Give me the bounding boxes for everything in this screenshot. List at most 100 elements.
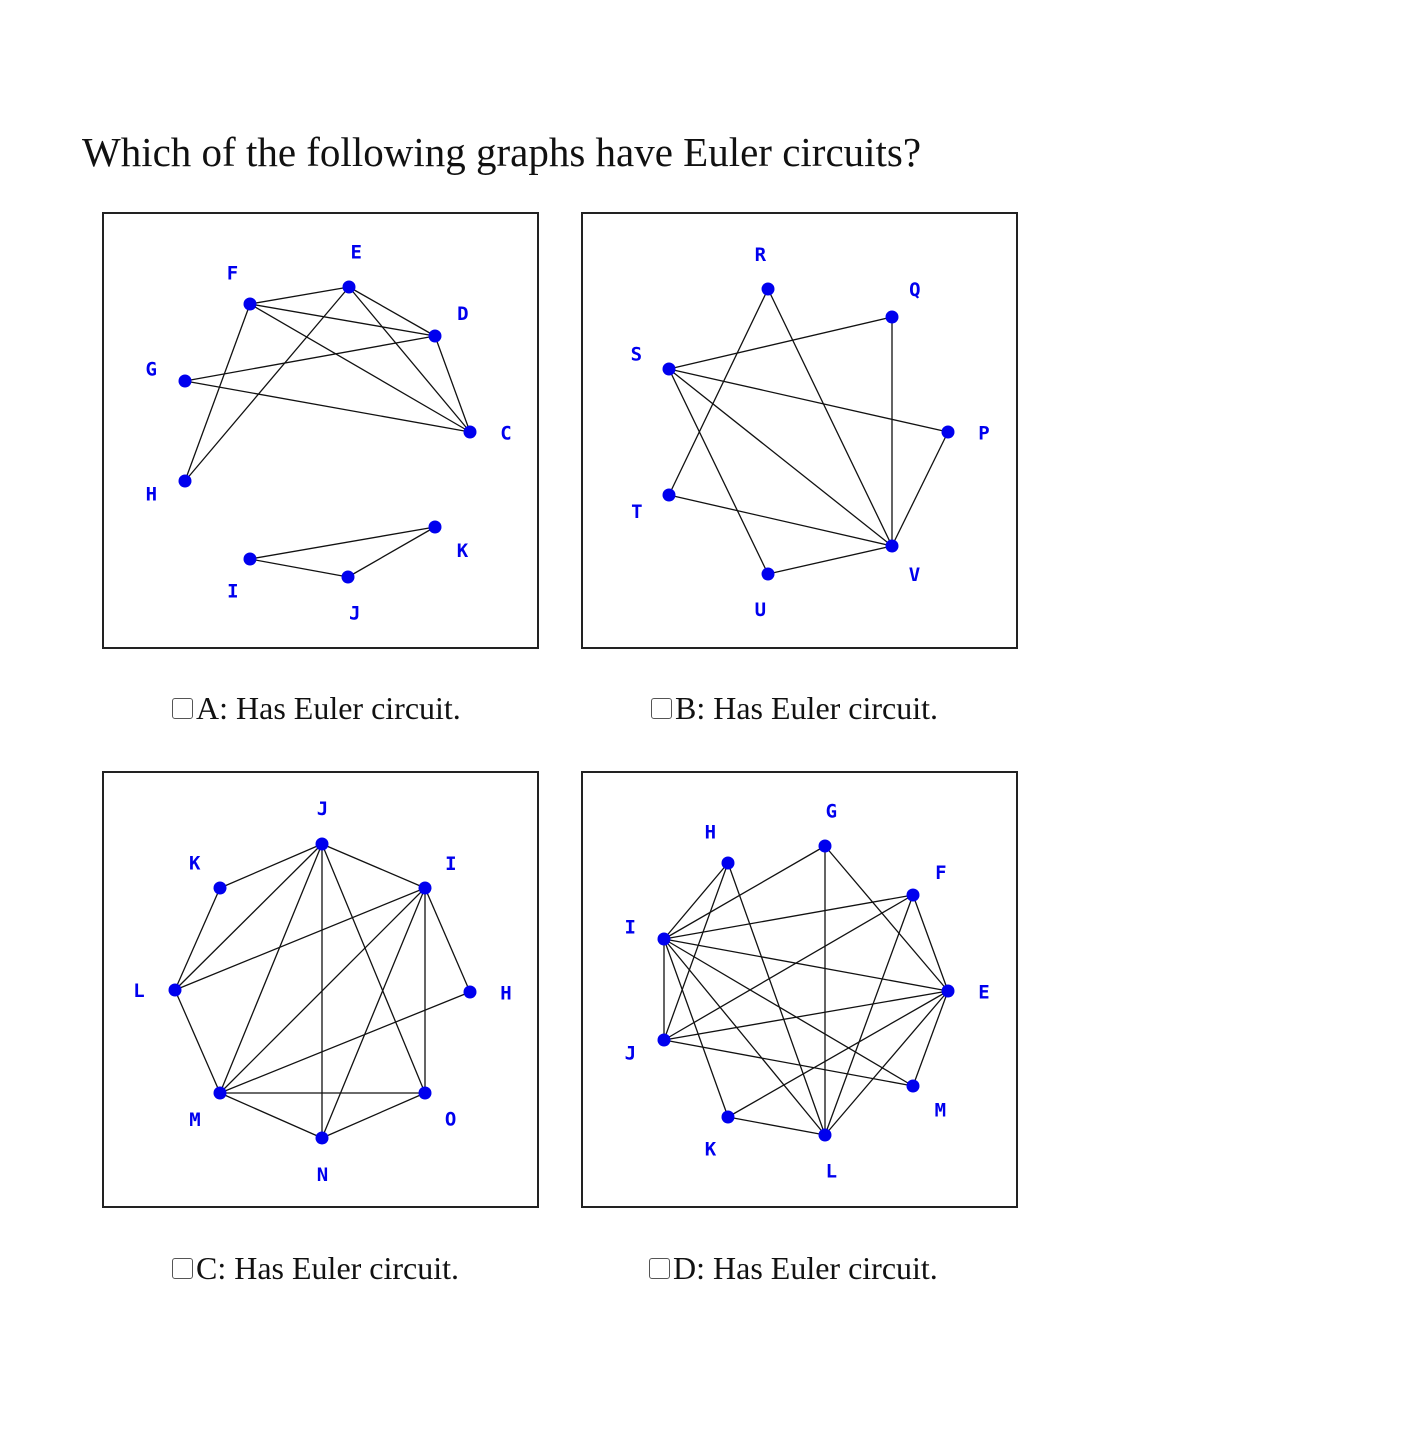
graph-a-node-label-k: K [457,540,469,562]
graph-a-node-g [178,374,192,388]
graph-c-edge-i-n [321,887,426,1139]
graph-a-node-label-d: D [457,303,468,325]
option-d-checkbox[interactable] [649,1258,670,1279]
graph-d-edge-e-m [912,990,949,1087]
graph-a-edge-d-c [434,335,471,433]
graph-c-node-label-i: I [445,853,456,875]
option-b-checkbox[interactable] [651,698,672,719]
option-a[interactable]: A: Has Euler circuit. [172,690,461,727]
graph-c-edge-m-h [219,991,471,1094]
graph-b-node-q [885,310,899,324]
graph-c-node-n [315,1131,329,1145]
graph-b-edge-r-t [668,288,769,496]
option-d[interactable]: D: Has Euler circuit. [649,1250,938,1287]
graph-d-node-m [906,1079,920,1093]
graph-a-edge-f-h [184,303,251,482]
graph-a-edge-e-c [348,286,471,433]
graph-b-node-u [761,567,775,581]
graph-c-edge-j-i [321,843,426,889]
option-b[interactable]: B: Has Euler circuit. [651,690,938,727]
option-a-checkbox[interactable] [172,698,193,719]
graph-d-node-e [941,984,955,998]
graph-c-node-j [315,837,329,851]
graph-d-edge-m-j [663,1039,914,1087]
graph-d-edge-i-h [663,862,729,940]
graph-d-node-i [657,932,671,946]
graph-b-node-label-r: R [755,244,767,266]
graph-c-edge-j-l [174,843,323,991]
graph-d-edge-k-l [727,1116,826,1136]
graph-a-edge-f-d [249,303,436,337]
graph-a-node-e [342,280,356,294]
option-c[interactable]: C: Has Euler circuit. [172,1250,459,1287]
graph-a-edge-e-d [348,286,436,337]
graph-d-edge-i-g [663,845,826,940]
graph-c-node-label-l: L [133,980,144,1002]
graph-c-node-k [213,881,227,895]
graph-d-node-l [818,1128,832,1142]
graph-a-node-label-h: H [146,484,157,506]
graph-c-edge-l-m [174,989,221,1094]
graph-c-node-l [168,983,182,997]
graph-a-node-label-i: I [227,581,238,603]
graph-b-edge-u-v [767,545,893,575]
graph-d-node-f [906,888,920,902]
graph-a-edge-e-h [184,286,350,482]
graph-b-node-label-q: Q [909,279,920,301]
graph-c-edge-k-j [219,843,323,889]
graph-c-node-m [213,1086,227,1100]
option-c-checkbox[interactable] [172,1258,193,1279]
graph-d-node-label-l: L [826,1160,837,1182]
graph-b-node-label-s: S [631,344,642,366]
graph-d-edge-i-m [663,938,914,1087]
graph-c-node-label-m: M [189,1109,200,1131]
graph-c-node-i [418,881,432,895]
graph-d-edge-e-l [824,990,949,1136]
graph-d-node-label-f: F [935,862,946,884]
graph-b-edge-s-q [668,316,893,370]
graph-d-edge-f-e [912,894,949,992]
question-text: Which of the following graphs have Euler… [82,129,922,175]
graph-d-node-label-e: E [978,982,989,1004]
graph-a-node-i [243,552,257,566]
graph-a-edge-j-k [347,526,436,578]
graph-b-edge-s-p [668,368,949,433]
graph-a-edge-i-j [249,558,349,578]
graph-c-node-label-h: H [500,983,511,1005]
graph-c-edge-k-l [174,887,221,991]
graph-b-edge-t-v [668,494,893,547]
graph-a-node-d [428,329,442,343]
graph-d-edge-h-j [663,862,729,1041]
graph-a-node-label-f: F [227,263,238,285]
graph-b-node-label-v: V [909,564,920,586]
graph-a-node-c [463,425,477,439]
graph-a-node-h [178,474,192,488]
graph-a-edge-g-c [184,380,471,433]
graph-d-edge-e-j [663,990,949,1041]
graph-c-node-label-j: J [317,798,328,820]
graph-d-edge-i-f [663,894,914,940]
graph-c-edge-i-l [174,887,426,991]
graph-a-node-label-e: E [350,242,361,264]
graph-b-node-v [885,539,899,553]
graph-d-node-label-k: K [705,1139,717,1161]
graph-b-node-label-u: U [755,599,766,621]
graph-b-node-label-t: T [631,501,642,523]
graph-d-node-g [818,839,832,853]
graph-a-node-f [243,297,257,311]
graph-d-edge-g-e [824,845,949,992]
graph-a-edge-f-c [249,303,471,433]
graph-d-edge-h-l [727,862,826,1136]
graph-d-node-j [657,1033,671,1047]
graph-d-edge-i-e [663,938,949,992]
graph-c-node-label-n: N [317,1164,328,1186]
option-d-label: D: Has Euler circuit. [673,1250,938,1286]
graph-c-node-h [463,985,477,999]
graph-a-node-label-j: J [349,602,360,624]
